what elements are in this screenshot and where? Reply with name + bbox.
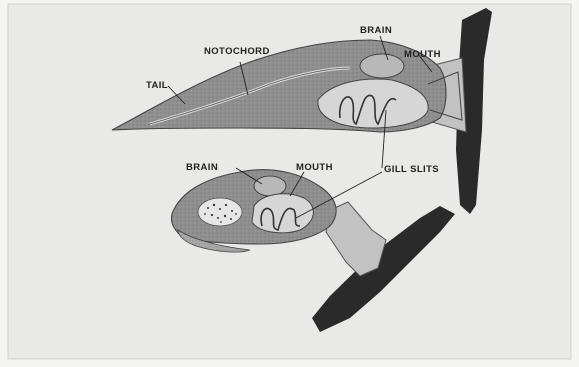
lower-brain xyxy=(254,176,286,196)
upper-brain xyxy=(360,54,404,78)
label-brain-upper: BRAIN xyxy=(360,25,392,36)
label-notochord: NOTOCHORD xyxy=(204,46,270,57)
label-gill-slits: GILL SLITS xyxy=(384,164,439,175)
label-mouth-upper: MOUTH xyxy=(404,49,441,60)
label-brain-lower: BRAIN xyxy=(186,162,218,173)
lower-speckled-region xyxy=(198,198,242,226)
label-mouth-lower: MOUTH xyxy=(296,162,333,173)
label-tail: TAIL xyxy=(146,80,168,91)
